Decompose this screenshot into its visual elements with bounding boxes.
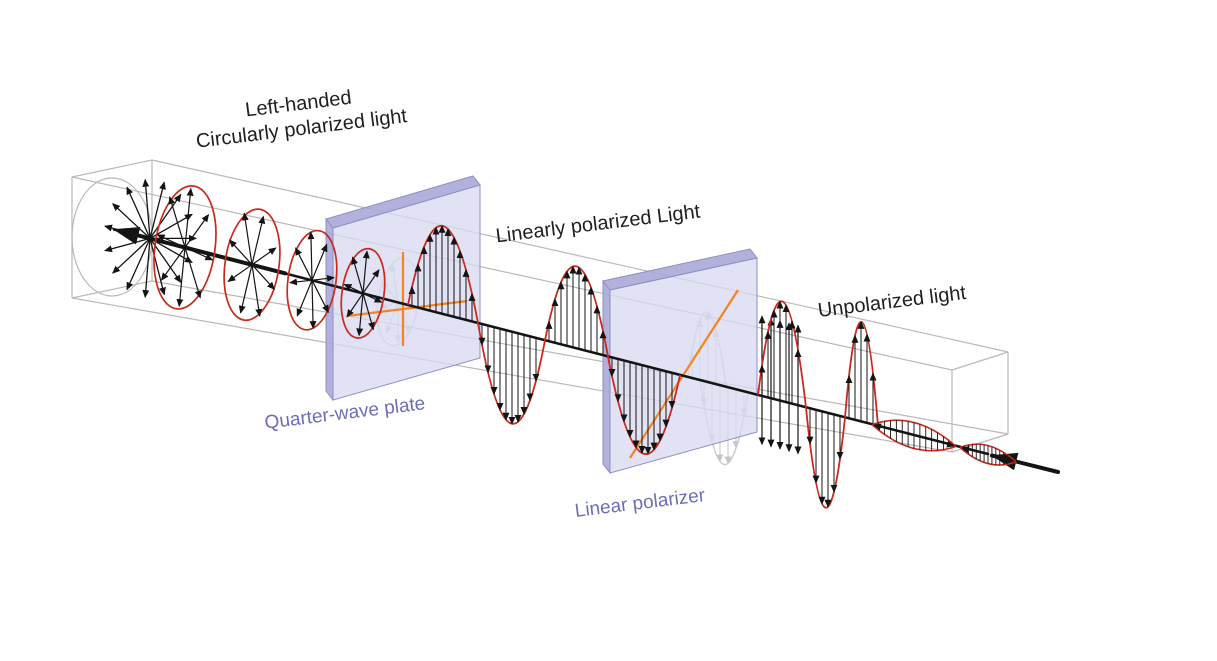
field-arrow <box>251 247 277 266</box>
field-arrow <box>309 280 317 330</box>
tube-edge <box>71 280 153 299</box>
helix-loop <box>223 208 281 322</box>
wave-envelope <box>805 407 846 509</box>
tube-edge <box>151 159 1009 353</box>
radial-arrow <box>142 238 151 299</box>
field-arrow <box>251 264 263 318</box>
plate-polarizer-side <box>602 279 611 475</box>
field-arrow <box>362 250 370 294</box>
field-arrow <box>311 243 328 281</box>
helix-loop <box>153 185 217 310</box>
field-arrow <box>295 247 313 281</box>
field-arrow <box>184 213 210 248</box>
field-arrow <box>176 247 186 308</box>
field-arrow <box>356 293 364 337</box>
field-arrow <box>362 293 375 331</box>
field-arrow <box>160 247 186 281</box>
field-arrow <box>184 187 194 248</box>
field-arrow <box>873 423 889 431</box>
beam-tube <box>71 159 1009 453</box>
field-arrow <box>184 247 202 299</box>
field-arrow <box>168 196 186 248</box>
field-arrow <box>251 215 266 265</box>
field-arrow <box>351 256 364 294</box>
field-arrow <box>238 264 253 314</box>
radial-arrow <box>104 224 151 240</box>
field-arrow <box>227 264 253 282</box>
field-arrow <box>184 246 214 261</box>
helix-loop <box>340 247 386 339</box>
field-arrow <box>229 239 253 266</box>
radial-arrow <box>149 238 166 296</box>
field-arrow <box>999 456 1015 464</box>
tube-edge <box>71 159 153 178</box>
field-arrow <box>961 446 977 453</box>
tube-edge <box>151 280 1009 435</box>
radial-arrow <box>126 238 151 291</box>
radial-arrow <box>149 193 182 239</box>
plate-linear-polarizer <box>609 257 758 474</box>
field-arrow <box>939 440 955 448</box>
tube-edge <box>951 351 1009 371</box>
field-arrow <box>362 269 380 294</box>
field-arrow <box>289 278 313 286</box>
fast-axis-line <box>346 299 468 318</box>
field-arrow <box>311 274 335 282</box>
radial-arrow <box>104 237 151 253</box>
field-arrow <box>156 234 186 248</box>
wave-envelope <box>544 265 609 357</box>
radial-arrow <box>149 237 193 263</box>
radial-arrow <box>112 237 151 274</box>
radial-arrow <box>142 178 151 239</box>
linear-polarization-section <box>407 224 681 455</box>
tube-edge <box>71 176 953 371</box>
circular-polarization-section <box>104 178 386 339</box>
field-arrow <box>296 279 313 317</box>
radial-arrow <box>149 181 166 239</box>
optical-plates <box>325 175 758 475</box>
propagation-axis <box>112 227 1060 474</box>
wave-envelope <box>757 300 807 408</box>
radial-arrow <box>112 203 151 239</box>
field-arrow <box>251 264 275 290</box>
field-arrow <box>307 231 315 281</box>
unpolarized-section <box>757 300 1017 509</box>
plate-quarter-wave <box>332 184 481 401</box>
field-arrow <box>311 279 329 314</box>
field-arrow <box>343 283 364 294</box>
field-arrow <box>241 212 253 265</box>
radial-arrow <box>126 186 151 239</box>
field-arrow <box>346 292 364 318</box>
field-arrow <box>362 292 383 303</box>
helix-loop <box>286 229 338 331</box>
